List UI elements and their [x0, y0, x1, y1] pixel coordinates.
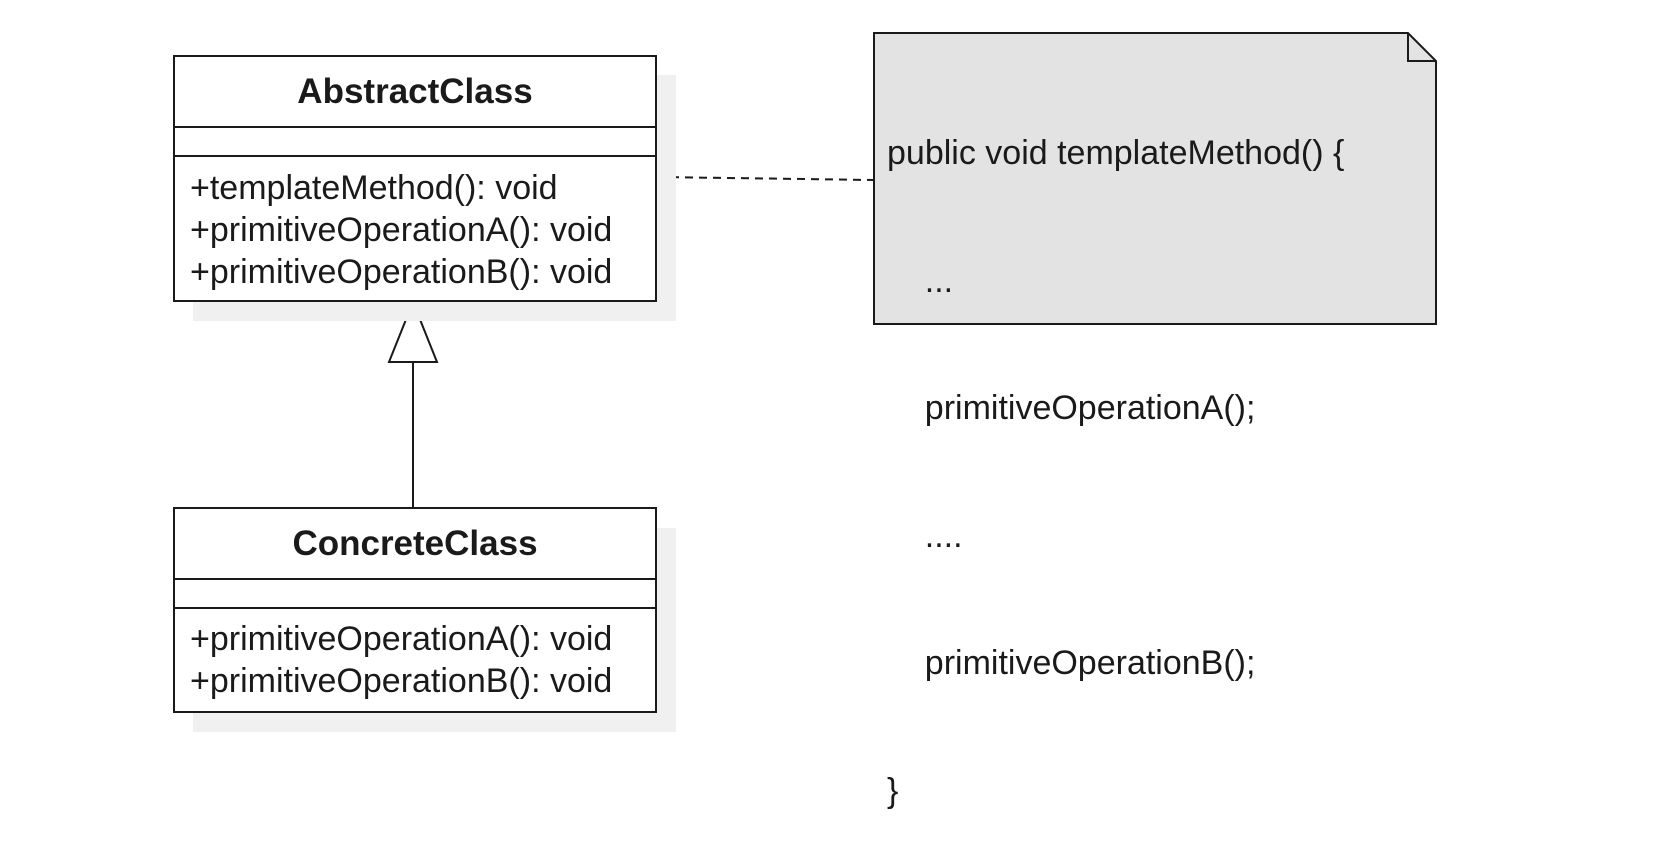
abstract-class-box[interactable]: AbstractClass +templateMethod(): void +p…	[173, 55, 657, 302]
generalization-arrowhead	[387, 299, 439, 363]
note-anchor-dashed-line	[656, 176, 875, 181]
operation-item: +primitiveOperationB(): void	[190, 662, 613, 700]
concrete-class-name: ConcreteClass	[175, 509, 655, 580]
code-note[interactable]: public void templateMethod() { ... primi…	[887, 47, 1344, 855]
abstract-class-name: AbstractClass	[175, 57, 655, 128]
note-line: public void templateMethod() {	[887, 134, 1345, 172]
operation-item: +primitiveOperationA(): void	[190, 211, 613, 249]
note-line: primitiveOperationB();	[887, 644, 1256, 682]
diagram-connectors	[387, 32, 1437, 508]
concrete-class-operations: +primitiveOperationA(): void +primitiveO…	[175, 609, 655, 702]
note-line: ....	[887, 516, 963, 555]
abstract-class-attributes	[175, 128, 655, 157]
note-line: primitiveOperationA();	[887, 389, 1256, 427]
concrete-class-attributes	[175, 580, 655, 609]
operation-item: +templateMethod(): void	[190, 169, 558, 207]
note-line: ...	[887, 261, 954, 300]
note-shape	[873, 32, 1437, 325]
note-line: }	[887, 771, 899, 810]
operation-item: +primitiveOperationA(): void	[190, 620, 613, 658]
note-fold-corner	[1407, 33, 1436, 62]
abstract-class-operations: +templateMethod(): void +primitiveOperat…	[175, 157, 655, 293]
concrete-class-box[interactable]: ConcreteClass +primitiveOperationA(): vo…	[173, 507, 657, 713]
operation-item: +primitiveOperationB(): void	[190, 253, 613, 291]
